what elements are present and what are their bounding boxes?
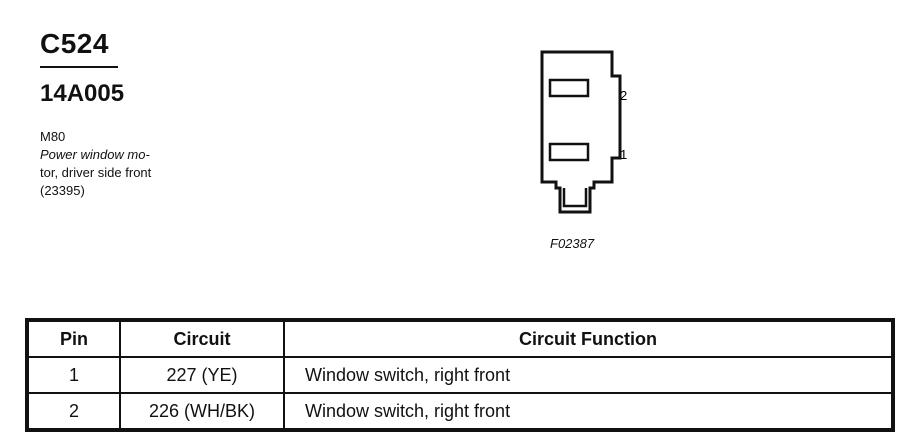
terminal-cavity-1 [548,142,590,162]
component-name-line-2: tor, driver side front [40,165,152,180]
table-row: 2 226 (WH/BK) Window switch, right front [27,392,893,430]
component-code: M80 [40,129,66,144]
terminal-cavity-2 [548,78,590,98]
pin-label-2: 2 [620,88,627,103]
header-pin: Pin [27,320,121,358]
connector-description: M80 Power window mo- tor, driver side fr… [40,128,151,200]
header-circuit-function: Circuit Function [283,320,893,358]
connector-latch [562,188,588,208]
component-reference: (23395) [40,183,85,198]
connector-housing [540,50,622,214]
pin-label-1: 1 [620,147,627,162]
pin-cell: 1 [27,356,121,394]
pin-cell: 2 [27,392,121,430]
connector-id: C524 [40,28,109,59]
circuit-cell: 227 (YE) [119,356,285,394]
figure-id: F02387 [550,236,595,251]
circuit-cell: 226 (WH/BK) [119,392,285,430]
header-circuit: Circuit [119,320,285,358]
connector-face-diagram: 2 1 [540,50,627,214]
part-number: 14A005 [40,80,125,107]
pin-table: Pin Circuit Circuit Function 1 227 (YE) … [25,318,895,432]
table-header-row: Pin Circuit Circuit Function [27,320,893,358]
component-name-line-1: Power window mo- [40,147,150,162]
connector-id-underline [40,66,118,68]
circuit-function-cell: Window switch, right front [283,392,893,430]
table-row: 1 227 (YE) Window switch, right front [27,356,893,394]
circuit-function-cell: Window switch, right front [283,356,893,394]
